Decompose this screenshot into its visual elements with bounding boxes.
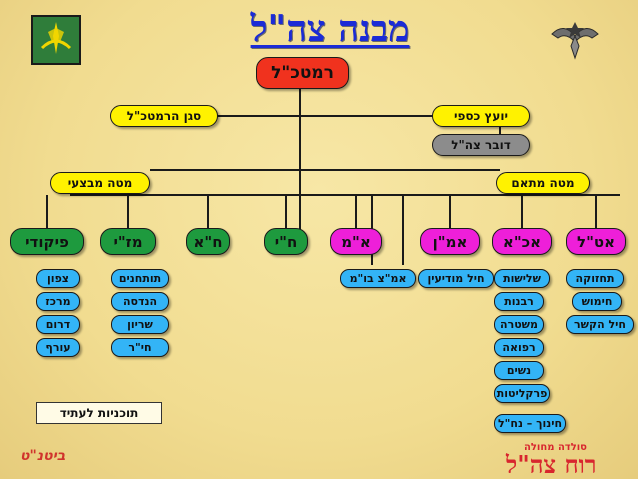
chart-title: מבנה צה"ל	[250, 8, 410, 50]
unit-maintenance: תחזוקה	[566, 269, 624, 288]
deputy-chief-box: סגן הרמטכ"ל	[110, 105, 218, 127]
logo-caption: סולדה מחולה	[524, 442, 587, 453]
spokesman-box: דובר צה"ל	[432, 134, 530, 156]
unit-intelligence-corps: חיל מודיעין	[418, 269, 494, 288]
unit-planning: אמ"צ בו"מ	[340, 269, 416, 288]
unit-women: נשים	[494, 361, 544, 380]
operational-staff-box: מטה מבצעי	[50, 172, 150, 194]
air-force-emblem-icon	[551, 22, 599, 60]
unit-advocate-general: פרקליטות	[494, 384, 550, 403]
idf-emblem-icon	[31, 15, 81, 65]
branch-commands: פיקודי	[10, 228, 84, 255]
branch-air-force: ח"א	[186, 228, 230, 255]
unit-north: צפון	[36, 269, 80, 288]
branch-intelligence: אמ"ן	[420, 228, 480, 255]
logo-title: רוח צה"ל	[506, 450, 597, 479]
unit-signal-corps: חיל הקשר	[566, 315, 634, 334]
future-plans-box: תוכניות לעתיד	[36, 402, 162, 424]
unit-ordnance: חימוש	[572, 292, 622, 311]
branch-navy: ח"י	[264, 228, 308, 255]
coordinating-staff-box: מטה מתאם	[496, 172, 590, 194]
brand-logo: ביטנ"ט	[20, 448, 66, 464]
unit-rabbinate: רבנות	[494, 292, 544, 311]
unit-military-police: משטרה	[494, 315, 544, 334]
branch-ground-forces: מז"י	[100, 228, 156, 255]
unit-armor: שריון	[111, 315, 169, 334]
unit-artillery: תותחנים	[111, 269, 169, 288]
unit-infantry: חי"ר	[111, 338, 169, 357]
unit-engineering: הנדסה	[111, 292, 169, 311]
chief-of-staff-box: רמטכ"ל	[256, 57, 349, 89]
unit-adjutancy: שלישות	[494, 269, 550, 288]
branch-manpower: אכ"א	[492, 228, 552, 255]
branch-logistics: אט"ל	[566, 228, 626, 255]
unit-home-front: עורף	[36, 338, 80, 357]
branch-operations: א"מ	[330, 228, 382, 255]
financial-advisor-box: יועץ כספי	[432, 105, 530, 127]
unit-medical: רפואה	[494, 338, 544, 357]
unit-education-nahal: חינוך – נח"ל	[494, 414, 566, 433]
unit-center: מרכז	[36, 292, 80, 311]
unit-south: דרום	[36, 315, 80, 334]
